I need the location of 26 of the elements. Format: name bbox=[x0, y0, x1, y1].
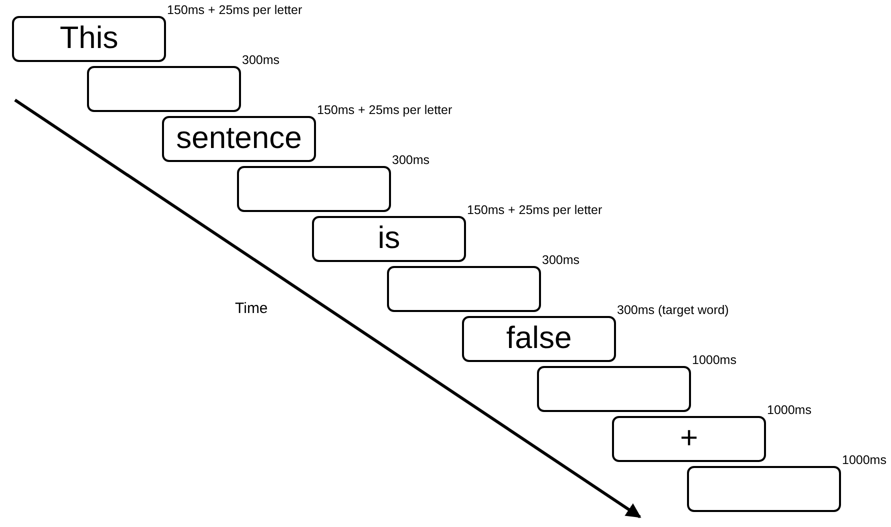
word-screen-card bbox=[312, 216, 466, 262]
blank-screen-card bbox=[537, 366, 691, 412]
word-screen-card bbox=[462, 316, 616, 362]
duration-label: 1000ms bbox=[692, 353, 736, 367]
duration-label: 150ms + 25ms per letter bbox=[167, 3, 302, 17]
duration-label: 150ms + 25ms per letter bbox=[317, 103, 452, 117]
word-screen-card bbox=[162, 116, 316, 162]
word-screen-card bbox=[12, 16, 166, 62]
stimulus-word: is bbox=[378, 221, 400, 255]
blank-screen-card bbox=[387, 266, 541, 312]
duration-label: 1000ms bbox=[767, 403, 812, 417]
duration-label: 300ms bbox=[392, 153, 430, 167]
axis-label: Time bbox=[235, 300, 268, 317]
stimulus-word: This bbox=[60, 21, 118, 55]
blank-screen-card bbox=[237, 166, 391, 212]
duration-label: 150ms + 25ms per letter bbox=[467, 203, 602, 217]
duration-label: 300ms bbox=[542, 253, 580, 267]
duration-label: 300ms bbox=[242, 53, 280, 67]
blank-screen-card bbox=[87, 66, 241, 112]
stimulus-word: false bbox=[506, 321, 572, 355]
duration-label: 1000ms bbox=[842, 453, 886, 467]
stimulus-word: + bbox=[680, 421, 698, 455]
blank-screen-card bbox=[687, 466, 841, 512]
stimulus-word: sentence bbox=[176, 121, 302, 155]
word-screen-card bbox=[612, 416, 766, 462]
duration-label: 300ms (target word) bbox=[617, 303, 729, 317]
